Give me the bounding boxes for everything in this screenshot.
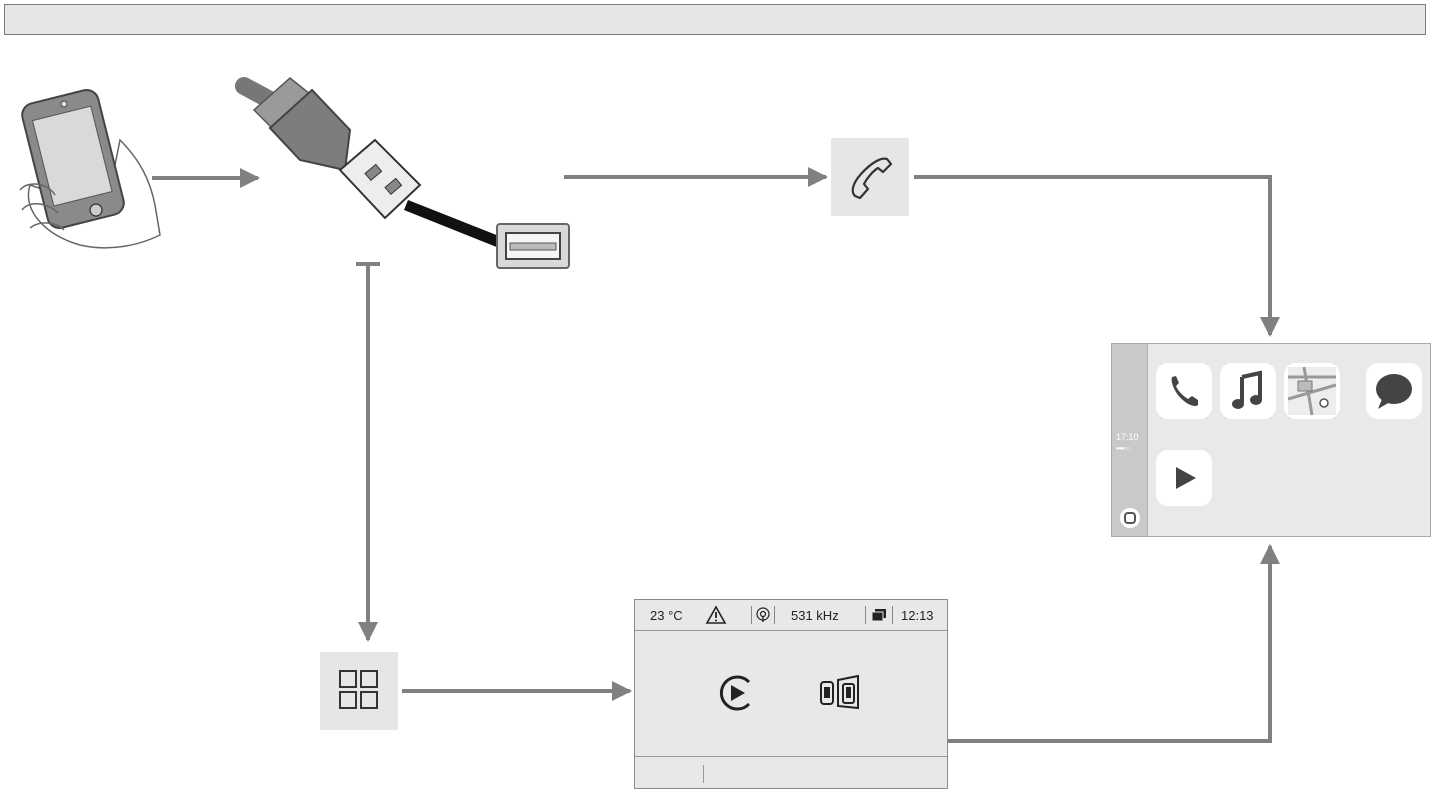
maps-app-icon[interactable] <box>1284 363 1340 419</box>
home-button-icon[interactable] <box>1119 507 1141 529</box>
play-app-icon[interactable] <box>1156 450 1212 506</box>
header-bar <box>4 4 1426 35</box>
messages-app-icon[interactable] <box>1366 363 1422 419</box>
antenna-icon <box>756 607 770 622</box>
carplay-icon[interactable] <box>715 672 757 714</box>
grid-menu-box <box>320 652 398 730</box>
music-app-icon[interactable] <box>1220 363 1276 419</box>
signal-indicator: ●●●○○ <box>1116 446 1130 452</box>
status-bar: 23 °C 531 kHz 12:13 <box>635 600 947 631</box>
clock-label: 12:13 <box>901 608 934 623</box>
bottom-separator <box>703 765 704 783</box>
phone-hand-icon <box>19 89 161 249</box>
carplay-screen: 17:10 ●●●○○ <box>1111 343 1431 537</box>
warning-icon <box>705 605 727 624</box>
bottom-divider <box>635 756 947 757</box>
phone-app-icon[interactable] <box>1156 363 1212 419</box>
telephone-box <box>831 138 909 216</box>
head-unit-screen: 23 °C 531 kHz 12:13 <box>634 599 948 789</box>
grid-menu-icon <box>339 670 378 709</box>
frequency-label: 531 kHz <box>791 608 839 623</box>
carplay-sidebar: 17:10 ●●●○○ <box>1112 344 1148 536</box>
usb-port-icon <box>496 223 570 269</box>
carplay-time: 17:10 <box>1116 432 1139 442</box>
usb-plug-icon <box>235 77 504 250</box>
temperature-label: 23 °C <box>650 608 683 623</box>
telephone-icon <box>851 157 893 200</box>
mirrorlink-icon[interactable] <box>818 674 864 712</box>
media-icon <box>871 609 886 622</box>
